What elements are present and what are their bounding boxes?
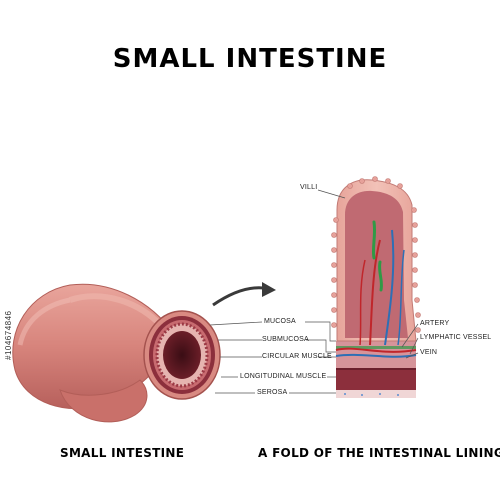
label-vein: VEIN [420,349,438,356]
label-circular-muscle: CIRCULAR MUSCLE [262,353,332,360]
intestine-tube [12,283,176,423]
page-title: SMALL INTESTINE [112,44,388,74]
label-villi: VILLI [300,184,318,191]
stock-id: #104674846 [4,310,13,361]
intestine-cross-section [143,310,221,400]
label-submucosa: SUBMUCOSA [262,336,309,343]
arrow-icon [212,286,271,307]
label-lymphatic-vessel: LYMPHATIC VESSEL [420,334,492,341]
intestinal-lining-fold [331,176,421,398]
leader-lines [209,189,419,394]
label-serosa: SEROSA [257,389,288,396]
caption-intestinal-lining: A FOLD OF THE INTESTINAL LINING [258,446,500,460]
caption-small-intestine: SMALL INTESTINE [60,446,185,460]
label-mucosa: MUCOSA [264,318,296,325]
label-artery: ARTERY [420,320,450,327]
label-longitudinal-muscle: LONGITUDINAL MUSCLE [240,373,327,380]
